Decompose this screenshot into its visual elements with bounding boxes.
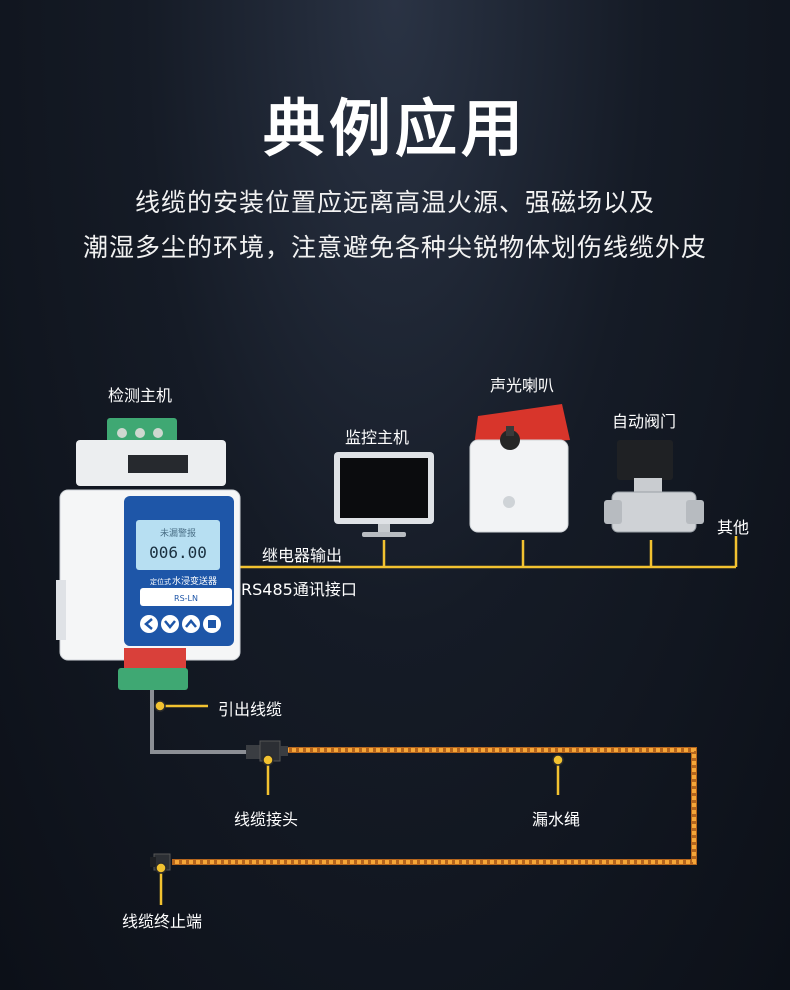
page-title: 典例应用 — [262, 92, 527, 165]
subtitle-line-1: 线缆的安装位置应远离高温火源、强磁场以及 — [134, 188, 655, 217]
leak-rope — [172, 747, 697, 865]
detection-host-device: 未漏警报 006.00 定位式 水浸变送器 RS-LN — [56, 418, 241, 690]
device-display-value: 006.00 — [149, 543, 207, 562]
device-up-button — [182, 615, 200, 633]
label-cable-connector: 线缆接头 — [234, 810, 299, 829]
device-down-button — [161, 615, 179, 633]
device-brand: RS-LN — [174, 594, 198, 603]
label-lead-cable: 引出线缆 — [218, 700, 283, 719]
junction-dots — [154, 700, 564, 874]
device-display-status: 未漏警报 — [160, 527, 196, 539]
label-leak-rope: 漏水绳 — [532, 810, 581, 829]
solenoid-valve-device — [604, 440, 704, 533]
alarm-horn-device — [469, 404, 570, 533]
device-back-button — [140, 615, 158, 633]
signal-wires — [159, 536, 738, 905]
label-alarm-horn: 声光喇叭 — [490, 376, 555, 395]
subtitle-line-2: 潮湿多尘的环境，注意避免各种尖锐物体划伤线缆外皮 — [82, 233, 707, 262]
label-other: 其他 — [717, 518, 750, 537]
device-product-name: 水浸变送器 — [172, 575, 217, 587]
lead-cable — [150, 690, 250, 754]
label-cable-terminal: 线缆终止端 — [122, 912, 203, 931]
monitor-device — [334, 452, 434, 537]
label-relay-output: 继电器输出 — [262, 546, 343, 565]
label-auto-valve: 自动阀门 — [612, 412, 677, 431]
label-detection-host: 检测主机 — [108, 386, 173, 405]
label-monitor-host: 监控主机 — [345, 428, 410, 447]
device-product-tag: 定位式 — [150, 577, 171, 586]
label-rs485-interface: RS485通讯接口 — [241, 580, 357, 599]
